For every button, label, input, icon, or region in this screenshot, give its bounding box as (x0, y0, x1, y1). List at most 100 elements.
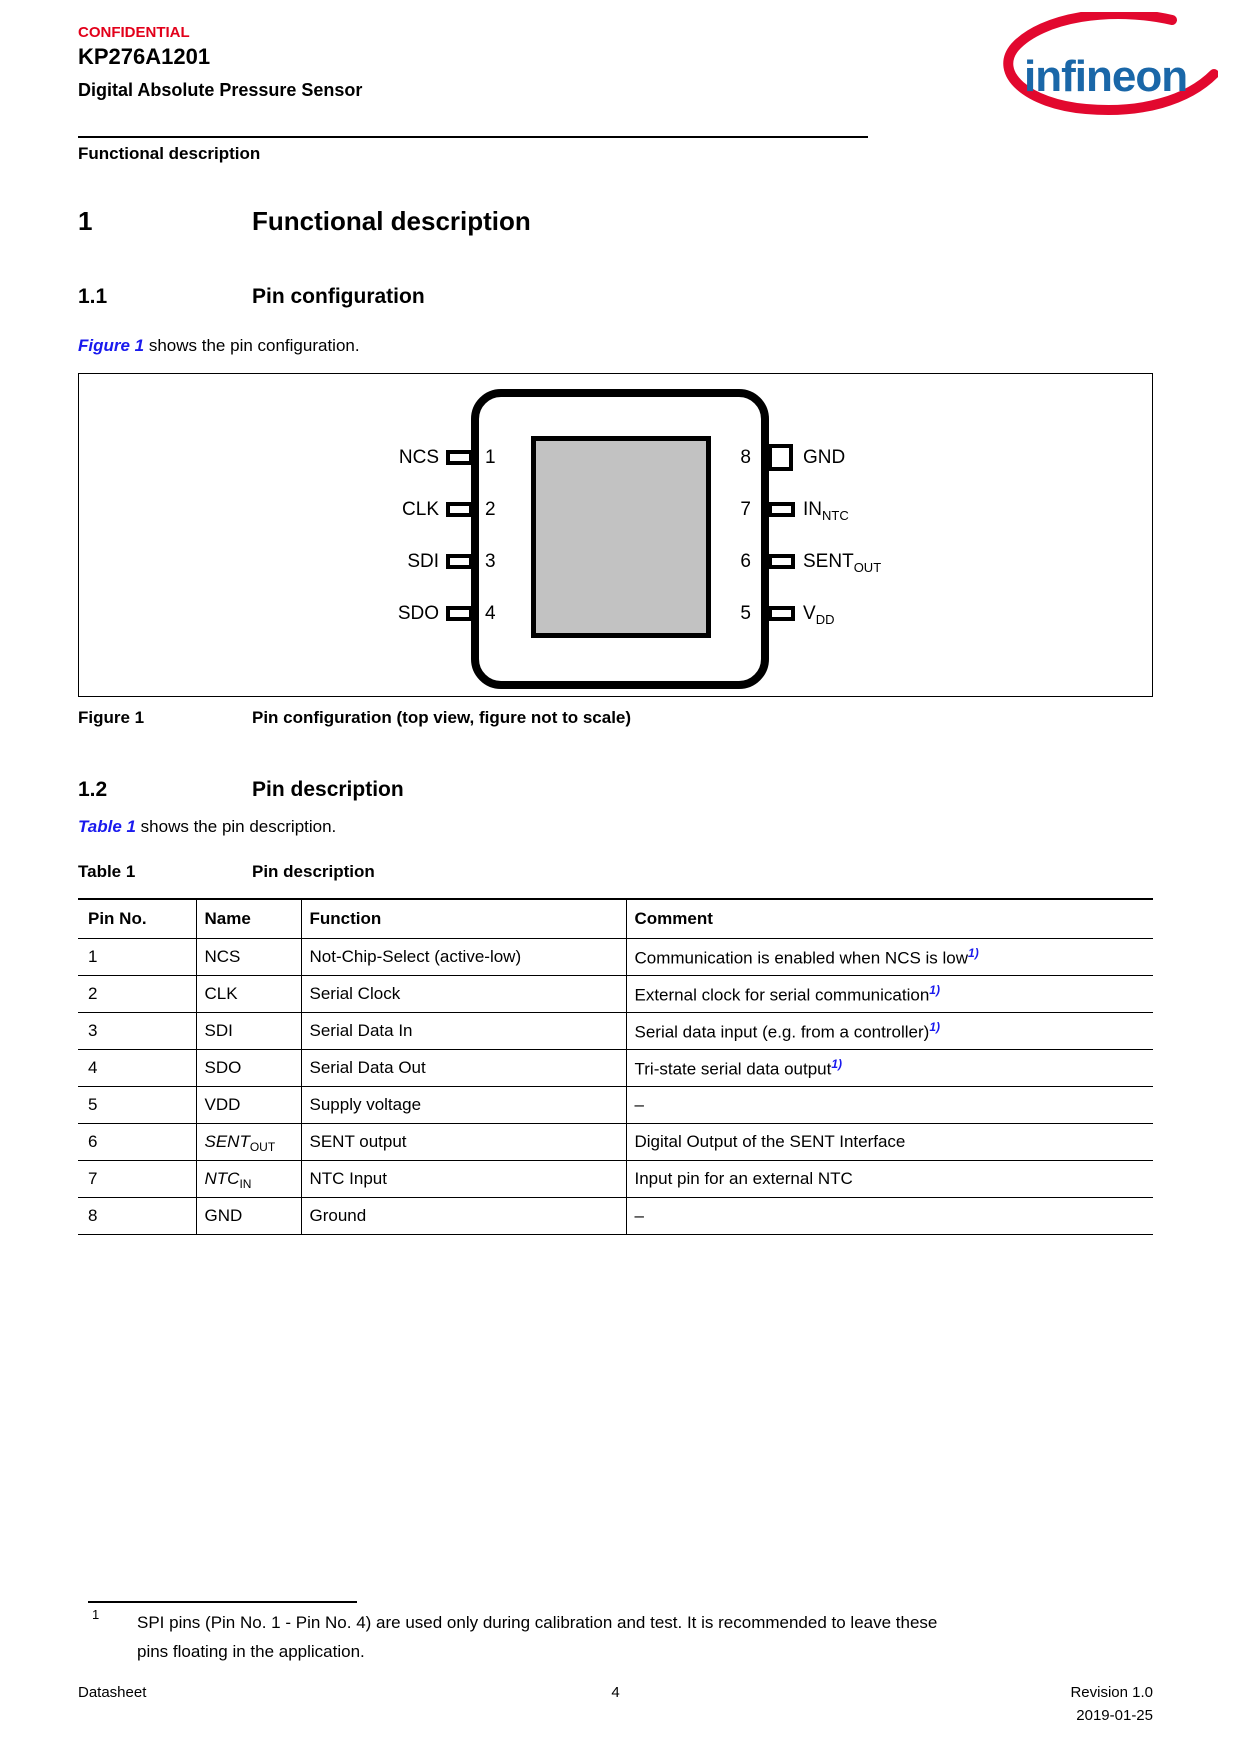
footer-doc-type: Datasheet (78, 1684, 147, 1701)
footnote-1-link[interactable]: 1) (929, 1019, 940, 1034)
column-header-comment: Comment (625, 899, 1153, 939)
pin-number-2: 2 (485, 499, 496, 520)
section-1-2-title: Pin description (252, 778, 404, 801)
footnote-1-link[interactable]: 1) (968, 945, 979, 960)
cell-function: NTC Input (300, 1160, 627, 1198)
pin-number-4: 4 (485, 603, 496, 624)
table-intro-paragraph: Table 1 shows the pin description. (78, 817, 336, 837)
pin-name-subscript: IN (239, 1177, 252, 1191)
pin-name-text: NTC (204, 1169, 240, 1188)
cell-function: Serial Data In (300, 1012, 627, 1050)
table-intro-text: shows the pin description. (135, 817, 337, 836)
figure-intro-text: shows the pin configuration. (144, 336, 360, 355)
footnote-text: SPI pins (Pin No. 1 - Pin No. 4) are use… (137, 1608, 1153, 1666)
column-header-pin-no: Pin No. (78, 899, 197, 939)
cell-name: CLK (195, 975, 302, 1013)
cell-comment: Input pin for an external NTC (625, 1160, 1153, 1198)
footnote-line-2: pins floating in the application. (137, 1642, 365, 1661)
cell-pin-no: 5 (78, 1086, 197, 1124)
header-divider (78, 136, 868, 138)
cell-comment: – (625, 1197, 1153, 1235)
pin-label-text: V (803, 603, 816, 624)
footnote-line-1: SPI pins (Pin No. 1 - Pin No. 4) are use… (137, 1613, 938, 1632)
table-1-caption-number: Table 1 (78, 862, 136, 881)
cell-function: Serial Clock (300, 975, 627, 1013)
figure-1-link[interactable]: Figure 1 (78, 336, 145, 355)
section-1-1-title: Pin configuration (252, 285, 425, 308)
pin-number-7: 7 (740, 499, 751, 520)
pin-name-text: SDO (204, 1058, 242, 1077)
pin-label-subscript: NTC (822, 508, 849, 523)
infineon-logo: infineon (1003, 12, 1218, 115)
pin-label-SDI: SDI (407, 551, 439, 572)
figure-1-caption-number: Figure 1 (78, 708, 145, 727)
pin-label-INNTC: INNTC (803, 499, 849, 523)
chip-die (531, 436, 711, 638)
pin-stub-left-2 (446, 502, 473, 517)
confidential-marking: CONFIDENTIAL (78, 24, 190, 41)
logo-swoosh (1003, 12, 1218, 115)
column-header-name: Name (195, 899, 302, 939)
cell-comment: – (625, 1086, 1153, 1124)
pin-label-GND: GND (803, 447, 845, 469)
footer-revision: Revision 1.0 (1070, 1684, 1153, 1701)
section-1-1-number: 1.1 (78, 285, 108, 308)
pin-stub-left-4 (446, 606, 473, 621)
figure-1-caption-title: Pin configuration (top view, figure not … (252, 708, 632, 727)
table-1-link[interactable]: Table 1 (78, 817, 136, 836)
cell-pin-no: 4 (78, 1049, 197, 1087)
pin-name-text: GND (204, 1206, 243, 1225)
cell-comment: Communication is enabled when NCS is low… (625, 938, 1153, 976)
cell-name: VDD (195, 1086, 302, 1124)
pin-label-SDO: SDO (397, 603, 439, 624)
pin-stub-left-1 (446, 450, 473, 465)
pin-label-text: GND (803, 447, 846, 468)
column-header-function: Function (300, 899, 627, 939)
pin-name-subscript: OUT (249, 1140, 276, 1154)
section-1-number: 1 (78, 206, 93, 236)
footnote-1-link[interactable]: 1) (831, 1056, 843, 1071)
cell-name: NCS (195, 938, 302, 976)
cell-comment: Tri-state serial data output1) (625, 1049, 1153, 1087)
cell-function: Serial Data Out (300, 1049, 627, 1087)
product-name: KP276A1201 (78, 44, 211, 69)
logo-wordmark: infineon (1024, 52, 1187, 101)
pin-stub-right-7 (768, 502, 795, 517)
cell-name: GND (195, 1197, 302, 1235)
figure-intro-paragraph: Figure 1 shows the pin configuration. (78, 336, 360, 356)
cell-name: NTCIN (195, 1160, 302, 1198)
cell-function: Ground (300, 1197, 627, 1235)
footnote-marker: 1 (92, 1607, 100, 1622)
section-1-2-number: 1.2 (78, 778, 108, 801)
cell-comment: External clock for serial communication1… (625, 975, 1153, 1013)
cell-pin-no: 6 (78, 1123, 197, 1161)
footer-page-number: 4 (611, 1684, 620, 1701)
pin-label-subscript: OUT (853, 560, 882, 575)
pin-stub-right-5 (768, 606, 795, 621)
pin-number-5: 5 (740, 603, 751, 624)
cell-function: Not-Chip-Select (active-low) (300, 938, 627, 976)
pin-name-text: SDI (204, 1021, 233, 1040)
cell-name: SENTOUT (195, 1123, 302, 1161)
pin-label-VDD: VDD (803, 603, 834, 627)
footnote-divider (88, 1601, 357, 1603)
pin-stub-left-3 (446, 554, 473, 569)
pin-label-NCS: NCS (398, 447, 439, 468)
footnote-1-link[interactable]: 1) (929, 982, 940, 997)
cell-comment: Serial data input (e.g. from a controlle… (625, 1012, 1153, 1050)
cell-function: SENT output (300, 1123, 627, 1161)
footer-date: 2019-01-25 (1076, 1707, 1153, 1724)
pin-number-3: 3 (485, 551, 496, 572)
pin-label-text: IN (803, 499, 822, 520)
pin-name-text: VDD (204, 1095, 241, 1114)
